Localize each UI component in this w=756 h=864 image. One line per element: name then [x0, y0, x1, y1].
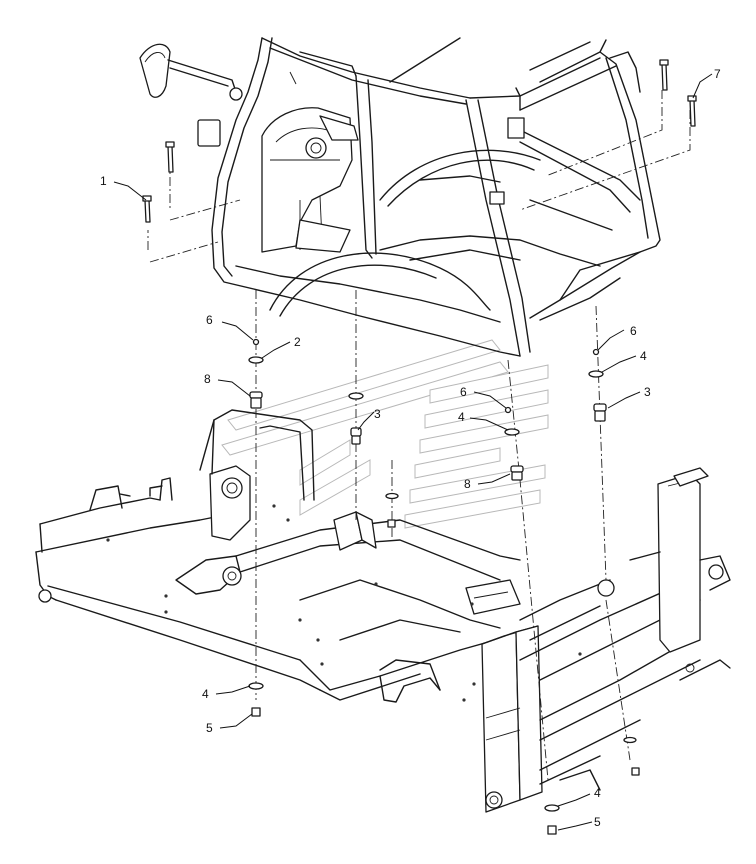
callout-5-bottom-right: 5 [594, 815, 601, 829]
callout-8-left: 8 [204, 372, 211, 386]
callout-5-bottom-left: 5 [206, 721, 213, 735]
callout-3-left: 3 [374, 407, 381, 421]
mirror-icon [139, 43, 243, 101]
callout-4-bottom-right: 4 [594, 786, 601, 800]
nut-item-6-left [252, 338, 260, 346]
assembly-centerlines [147, 90, 691, 781]
nut-item-6-right [592, 348, 600, 356]
callout-7: 7 [714, 67, 721, 81]
brand-logo-icon [221, 339, 549, 529]
callout-6-center: 6 [460, 385, 467, 399]
callout-4-center: 4 [458, 410, 465, 424]
nut-item-5-left [251, 707, 261, 717]
callout-8-center: 8 [464, 477, 471, 491]
callout-6-right: 6 [630, 324, 637, 338]
hardware [142, 59, 697, 835]
callout-1: 1 [100, 174, 107, 188]
callout-3-right: 3 [644, 385, 651, 399]
isolator-item-8-left [249, 391, 263, 409]
callout-labels: 1 7 6 2 8 3 6 4 8 6 4 3 4 5 4 5 [100, 67, 721, 829]
cab-assembly [139, 37, 661, 357]
callout-2: 2 [294, 335, 301, 349]
nut-item-6-center [504, 406, 512, 414]
washer-item-4-center [504, 428, 520, 436]
washer-item-4-right [588, 370, 604, 378]
callout-6-left: 6 [206, 313, 213, 327]
washer-item-2 [248, 356, 264, 364]
callout-4-bottom-left: 4 [202, 687, 209, 701]
isolator-item-8-center [510, 465, 524, 481]
nut-item-5-right [547, 825, 557, 835]
bolt-item-7 [687, 95, 697, 127]
chassis-frame [35, 409, 731, 813]
washer-item-4-bottom-left [248, 682, 264, 690]
washer-item-4-bottom-right [544, 804, 560, 812]
callout-leaders [113, 73, 713, 831]
bolt-item-1 [142, 195, 152, 223]
callout-4-right: 4 [640, 349, 647, 363]
isolator-item-3-right [593, 403, 607, 422]
isolator-item-3-left [350, 427, 362, 445]
